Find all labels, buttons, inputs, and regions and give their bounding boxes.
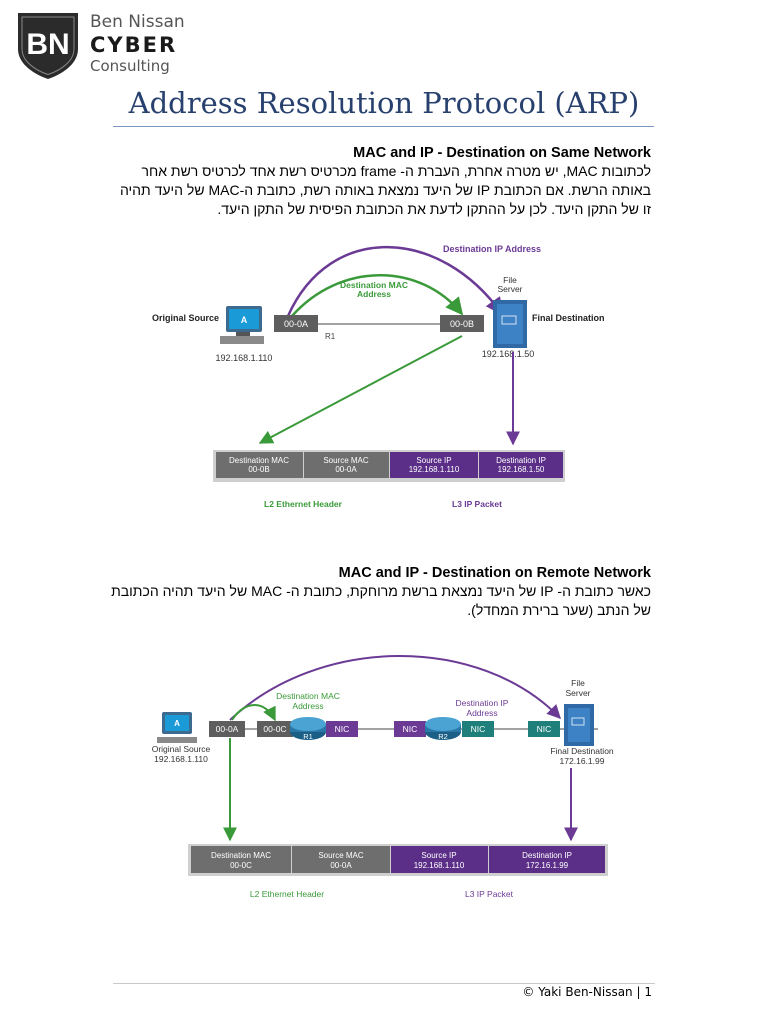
link-label: R1 — [325, 332, 336, 341]
diagram-same-network: Destination IP Address Destination MAC A… — [152, 244, 605, 509]
l3-packet-label: L3 IP Packet — [452, 499, 502, 509]
section1-paragraph: לכתובות MAC, יש מטרה אחרת, העברת ה- fram… — [119, 163, 651, 217]
logo-shield-icon: BN — [18, 13, 78, 79]
router-r2-label: R2 — [438, 732, 448, 741]
brand-block: Ben Nissan CYBER Consulting — [90, 14, 185, 74]
footer-divider — [113, 983, 655, 984]
box2b-value: 00-0A — [330, 861, 352, 870]
box3-title: Source IP — [416, 456, 451, 465]
nic-r1: NIC — [335, 724, 350, 734]
dest-ip-label-1b: Destination IP — [456, 698, 509, 708]
dest-mac-label-1: Destination MAC — [340, 280, 408, 290]
box4b-title: Destination IP — [522, 851, 572, 860]
box4b-value: 172.16.1.99 — [526, 861, 569, 870]
l3-packet-label-2: L3 IP Packet — [465, 889, 514, 899]
mac-router-text: 00-0C — [263, 724, 286, 734]
mac-dst-text: 00-0B — [450, 319, 474, 329]
title-underline — [113, 126, 654, 127]
copyright-text: © Yaki Ben-Nissan — [522, 985, 633, 999]
dest-mac-arc — [291, 274, 464, 317]
section1-heading: MAC and IP - Destination on Same Network — [353, 145, 651, 161]
dest-mac-label-2: Address — [357, 289, 391, 299]
file-server-label-1b: File — [571, 678, 585, 688]
nic-server: NIC — [537, 724, 552, 734]
router-r1-icon — [290, 717, 326, 740]
dest-ip-text-2: 172.16.1.99 — [560, 756, 605, 766]
page-title: Address Resolution Protocol (ARP) — [128, 86, 640, 120]
router-r2-icon — [425, 717, 461, 740]
dest-ip-text: 192.168.1.50 — [482, 349, 535, 359]
brand-consulting: Consulting — [90, 57, 170, 75]
dest-ip-label: Destination IP Address — [443, 244, 541, 254]
section2-heading: MAC and IP - Destination on Remote Netwo… — [338, 565, 651, 581]
file-server-label-2b: Server — [565, 688, 590, 698]
mac-src-box — [274, 315, 318, 332]
box1-title: Destination MAC — [229, 456, 289, 465]
box4-value: 192.168.1.50 — [498, 465, 545, 474]
logo-letters: BN — [26, 28, 69, 61]
box1b-value: 00-0C — [230, 861, 252, 870]
box2-value: 00-0A — [335, 465, 357, 474]
dest-mac-label-1b: Destination MAC — [276, 691, 340, 701]
final-destination-label-2: Final Destination — [550, 746, 614, 756]
pc-icon — [220, 306, 264, 344]
box-dest-ip — [479, 452, 563, 478]
page-number: | 1 — [636, 985, 653, 999]
nic-r2-left: NIC — [403, 724, 418, 734]
file-server-icon — [493, 300, 527, 348]
file-server-label-2: Server — [497, 284, 522, 294]
footer: © Yaki Ben-Nissan | 1 — [522, 985, 652, 999]
nic-r2-right: NIC — [471, 724, 486, 734]
dest-ip-arc — [286, 245, 504, 317]
box-src-mac — [304, 452, 389, 478]
box3-value: 192.168.1.110 — [409, 465, 460, 474]
pc-icon-2 — [157, 712, 197, 743]
box2-title: Source MAC — [323, 456, 369, 465]
mac-src-text-2: 00-0A — [216, 724, 239, 734]
brand-cyber: CYBER — [90, 33, 178, 57]
section2-paragraph: כאשר כתובת ה- IP של היעד נמצאת ברשת מרוח… — [111, 583, 651, 618]
dest-mac-label-2b: Address — [292, 701, 323, 711]
brand-name: Ben Nissan — [90, 12, 185, 32]
mac-dst-box — [440, 315, 484, 332]
file-server-label-1: File — [503, 275, 517, 285]
box1b-title: Destination MAC — [211, 851, 271, 860]
box-src-ip — [390, 452, 478, 478]
pc-letter-2: A — [174, 719, 180, 728]
source-ip-label: 192.168.1.110 — [216, 353, 273, 363]
box1-value: 00-0B — [248, 465, 269, 474]
dest-ip-label-2b: Address — [466, 708, 497, 718]
mac-src-text: 00-0A — [284, 319, 308, 329]
original-source-label: Original Source — [152, 313, 219, 323]
router-r1-label: R1 — [303, 732, 313, 741]
final-destination-label: Final Destination — [532, 313, 605, 323]
diagram-remote-network: Destination MAC Address Destination IP A… — [152, 655, 614, 899]
box3b-value: 192.168.1.110 — [414, 861, 465, 870]
file-server-icon-2 — [564, 704, 594, 746]
l2-header-label-2: L2 Ethernet Header — [250, 889, 324, 899]
box2b-title: Source MAC — [318, 851, 364, 860]
pc-letter: A — [241, 315, 248, 325]
box3b-title: Source IP — [421, 851, 456, 860]
box-dest-mac — [216, 452, 303, 478]
source-ip-label-2: 192.168.1.110 — [154, 754, 208, 764]
box4-title: Destination IP — [496, 456, 546, 465]
original-source-label-2: Original Source — [152, 744, 211, 754]
l2-header-label: L2 Ethernet Header — [264, 499, 343, 509]
